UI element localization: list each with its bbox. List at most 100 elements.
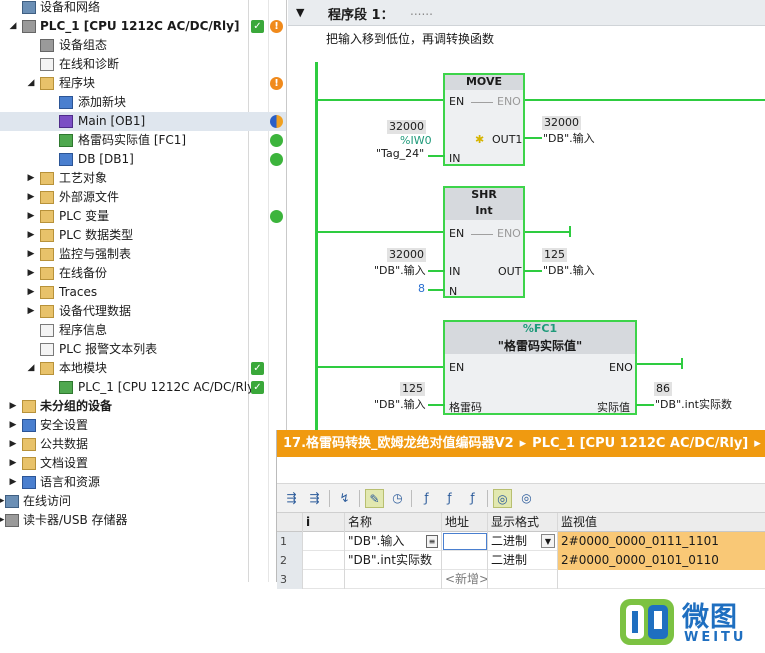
shr-out-tag[interactable]: "DB".输入 xyxy=(543,264,595,277)
col-header-name[interactable]: 名称 xyxy=(345,513,442,532)
tag-picker-icon[interactable]: ≡ xyxy=(426,535,438,548)
fc1-name[interactable]: "格雷码实际值" xyxy=(497,339,583,353)
rung-end xyxy=(569,226,571,237)
tree-item-tech-objects[interactable]: ▶ 工艺对象 xyxy=(0,169,286,188)
move-instruction-box[interactable]: MOVE EN ENO ✱ OUT1 IN xyxy=(443,73,525,166)
add-row-icon[interactable]: ⇶ xyxy=(309,491,320,505)
chevron-right-icon[interactable]: ▶ xyxy=(27,268,35,278)
force-icon[interactable]: ƒ xyxy=(424,491,429,505)
chevron-right-icon[interactable]: ▶ xyxy=(9,477,17,487)
monitor-all-icon[interactable]: ◎ xyxy=(493,489,512,508)
unforce-icon[interactable]: ƒ xyxy=(470,491,475,505)
fc1-out-tag[interactable]: "DB".int实际数 xyxy=(655,398,732,411)
shr-in-tag[interactable]: "DB".输入 xyxy=(374,264,426,277)
tree-item-external-sources[interactable]: ▶ 外部源文件 xyxy=(0,188,286,207)
table-row[interactable]: 1 "DB".输入 ≡ 二进制 ▼ 2#0000_0000_0111_1101 xyxy=(277,532,765,551)
tree-item-card-reader[interactable]: ▶ 读卡器/USB 存储器 xyxy=(0,511,286,530)
db-block-icon xyxy=(59,153,73,166)
row-name-cell[interactable]: "DB".int实际数 xyxy=(345,551,442,570)
tree-item-online-access[interactable]: ▶ 在线访问 xyxy=(0,492,286,511)
tree-item-ungrouped-devices[interactable]: ▶ 未分组的设备 xyxy=(0,397,286,416)
chevron-right-icon[interactable]: ▶ xyxy=(9,458,17,468)
row-format-cell[interactable]: 二进制 xyxy=(488,551,558,570)
network-comment[interactable]: 把输入移到低位，再调转换函数 xyxy=(326,32,495,46)
tree-item-common-data[interactable]: ▶ 公共数据 xyxy=(0,435,286,454)
shr-instruction-box[interactable]: SHR Int EN ENO IN OUT N xyxy=(443,186,525,298)
edit-mode-icon[interactable]: ✎ xyxy=(365,489,384,508)
tree-item-devices-networks[interactable]: 设备和网络 xyxy=(0,0,286,17)
force-all-icon[interactable]: ƒ xyxy=(447,491,452,505)
col-header-monitor-value[interactable]: 监视值 xyxy=(561,515,598,529)
tree-item-program-blocks[interactable]: ◢ 程序块 ! xyxy=(0,74,286,93)
row-address-cell[interactable] xyxy=(442,551,488,570)
tree-item-device-config[interactable]: 设备组态 xyxy=(0,36,286,55)
network-header[interactable]: ▼ 程序段 1： ...... xyxy=(288,0,765,26)
collapse-triangle-icon[interactable]: ▼ xyxy=(296,6,305,19)
tree-item-local-plc1[interactable]: PLC_1 [CPU 1212C AC/DC/Rly] ✓ xyxy=(0,378,286,397)
fc1-call-box[interactable]: %FC1 "格雷码实际值" EN ENO 格雷码 实际值 xyxy=(443,320,637,415)
chevron-right-icon[interactable]: ▶ xyxy=(0,511,6,530)
chevron-right-icon[interactable]: ▶ xyxy=(27,306,35,316)
tree-item-alarm-text[interactable]: PLC 报警文本列表 xyxy=(0,340,286,359)
chevron-right-icon[interactable]: ▶ xyxy=(9,439,17,449)
folder-icon xyxy=(40,210,54,223)
tree-item-watch-force[interactable]: ▶ 监控与强制表 xyxy=(0,245,286,264)
tree-item-security[interactable]: ▶ 安全设置 xyxy=(0,416,286,435)
address-input[interactable] xyxy=(443,533,487,550)
shr-type[interactable]: Int xyxy=(475,204,493,217)
move-in-tag[interactable]: "Tag_24" xyxy=(376,147,425,160)
chevron-right-icon[interactable]: ▶ xyxy=(27,230,35,240)
modify-icon[interactable]: ↯ xyxy=(339,491,350,505)
tree-item-local-modules[interactable]: ◢ 本地模块 ✓ xyxy=(0,359,286,378)
shr-n-value[interactable]: 8 xyxy=(418,282,425,295)
insert-row-icon[interactable]: ⇶ xyxy=(286,491,297,505)
add-new-row[interactable]: <新增> xyxy=(442,570,488,589)
col-header-info[interactable]: i xyxy=(303,513,345,532)
tree-item-device-proxy[interactable]: ▶ 设备代理数据 xyxy=(0,302,286,321)
fc1-in-tag[interactable]: "DB".输入 xyxy=(374,398,426,411)
row-name-cell[interactable]: "DB".输入 xyxy=(345,532,442,551)
table-row[interactable]: 3 <新增> xyxy=(277,570,765,589)
chevron-down-icon[interactable]: ◢ xyxy=(27,78,35,88)
move-in-value: 32000 xyxy=(387,120,426,134)
col-header-format[interactable]: 显示格式 xyxy=(488,513,558,532)
tree-item-plc-datatypes[interactable]: ▶ PLC 数据类型 xyxy=(0,226,286,245)
tree-item-main-ob1[interactable]: Main [OB1] xyxy=(0,112,286,131)
tree-item-doc-settings[interactable]: ▶ 文档设置 xyxy=(0,454,286,473)
row-format-cell[interactable]: 二进制 xyxy=(488,532,558,551)
tree-item-online-backup[interactable]: ▶ 在线备份 xyxy=(0,264,286,283)
tree-item-languages[interactable]: ▶ 语言和资源 xyxy=(0,473,286,492)
tree-item-plc1[interactable]: ◢ PLC_1 [CPU 1212C AC/DC/Rly] ✓ ! xyxy=(0,17,286,36)
chevron-right-icon[interactable]: ▶ xyxy=(27,287,35,297)
chevron-right-icon[interactable]: ▶ xyxy=(27,173,35,183)
tree-item-program-info[interactable]: 程序信息 xyxy=(0,321,286,340)
network-title-placeholder[interactable]: ...... xyxy=(410,4,433,18)
monitor-once-icon[interactable]: ◎ xyxy=(521,491,532,505)
timer-icon[interactable]: ◷ xyxy=(392,491,403,505)
chevron-right-icon[interactable]: ▶ xyxy=(27,249,35,259)
chevron-right-icon[interactable]: ▶ xyxy=(9,420,17,430)
chevron-down-icon[interactable]: ◢ xyxy=(9,21,17,31)
breadcrumb-arrow-icon: ▸ xyxy=(754,436,761,451)
col-header-address[interactable]: 地址 xyxy=(442,513,488,532)
tree-item-online-diag[interactable]: 在线和诊断 xyxy=(0,55,286,74)
row-monitor-value xyxy=(558,570,765,589)
chevron-right-icon[interactable]: ▶ xyxy=(27,211,35,221)
chevron-right-icon[interactable]: ▶ xyxy=(9,401,17,411)
chevron-down-icon[interactable]: ▼ xyxy=(541,534,555,548)
move-out-tag[interactable]: "DB".输入 xyxy=(543,132,595,145)
row-address-cell[interactable] xyxy=(442,532,488,551)
chevron-down-icon[interactable]: ◢ xyxy=(27,363,35,373)
row-format-cell[interactable] xyxy=(488,570,558,589)
tree-item-plc-tags[interactable]: ▶ PLC 变量 xyxy=(0,207,286,226)
move-in-address[interactable]: %IW0 xyxy=(400,134,432,147)
rung-wire xyxy=(524,99,765,101)
tree-item-fc1[interactable]: 格雷码实际值 [FC1] xyxy=(0,131,286,150)
tree-item-add-block[interactable]: 添加新块 xyxy=(0,93,286,112)
tree-item-db1[interactable]: DB [DB1] xyxy=(0,150,286,169)
table-row[interactable]: 2 "DB".int实际数 二进制 2#0000_0000_0101_0110 xyxy=(277,551,765,570)
tree-item-traces[interactable]: ▶ Traces xyxy=(0,283,286,302)
chevron-right-icon[interactable]: ▶ xyxy=(27,192,35,202)
chevron-right-icon[interactable]: ▶ xyxy=(0,492,6,511)
row-name-cell[interactable] xyxy=(345,570,442,589)
